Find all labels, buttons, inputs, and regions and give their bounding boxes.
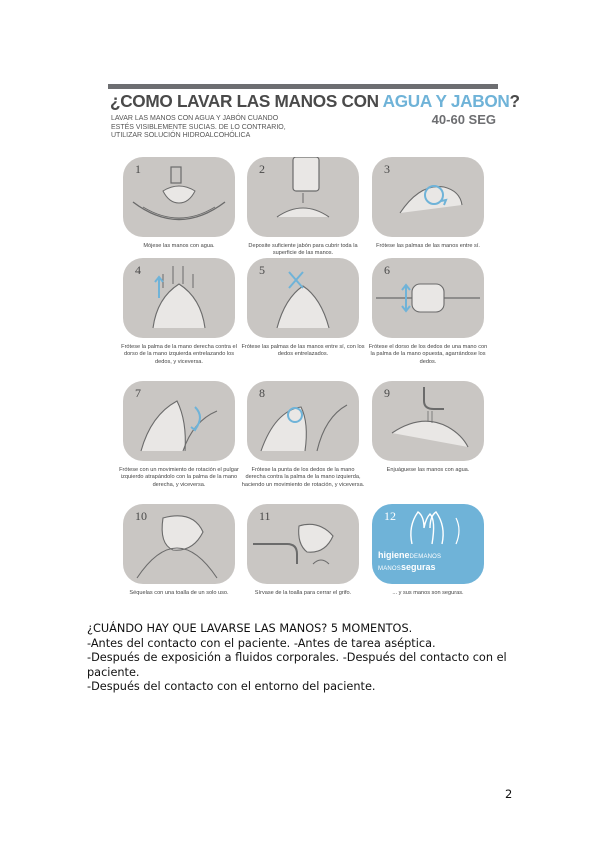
subtitle-line: ESTÉS VISIBLEMENTE SUCIAS. DE LO CONTRAR… <box>111 123 286 131</box>
handwash-poster: ¿COMO LAVAR LAS MANOS CON AGUA Y JABON? … <box>108 84 520 604</box>
rinse-tap-icon <box>391 387 469 448</box>
step-number: 2 <box>259 162 265 176</box>
page-number: 2 <box>505 787 513 801</box>
step-panel: 8 <box>247 381 359 461</box>
moments-heading: ¿CUÁNDO HAY QUE LAVARSE LAS MANOS? 5 MOM… <box>87 622 413 635</box>
step-panel: 9 <box>372 381 484 461</box>
step-panel-final: 12 higieneDEMANOS MANOSseguras <box>372 504 484 584</box>
interlaced-fingers-icon <box>276 271 330 329</box>
brand-logo: higieneDEMANOS MANOSseguras <box>378 550 441 574</box>
step-number: 6 <box>384 263 390 277</box>
title-end: ? <box>509 91 521 111</box>
thumb-rotation-icon <box>140 400 218 452</box>
moments-line: -Antes del contacto con el paciente. -An… <box>87 636 436 650</box>
step-number: 8 <box>259 386 265 400</box>
step-caption: Sírvase de la toalla para cerrar el grif… <box>254 590 352 596</box>
title-accent: AGUA Y JABON <box>382 91 510 111</box>
step-number: 7 <box>135 386 141 400</box>
step-caption: Frótese la palma de la mano derecha cont… <box>121 344 237 365</box>
step-caption: Frótese el dorso de los dedos de una man… <box>368 344 488 365</box>
step-caption: Frótese las palmas de las manos entre sí… <box>241 344 365 358</box>
step-number: 9 <box>384 386 390 400</box>
step-panel: 5 <box>247 258 359 338</box>
step-caption: Deposite suficiente jabón para cubrir to… <box>248 243 358 257</box>
brand-word: seguras <box>401 562 436 572</box>
subtitle-line: LAVAR LAS MANOS CON AGUA Y JABÓN CUANDO <box>111 115 279 122</box>
step-caption: Frótese con un movimiento de rotación el… <box>119 467 239 488</box>
poster-top-bar <box>108 84 498 89</box>
poster-subtitle: LAVAR LAS MANOS CON AGUA Y JABÓN CUANDO … <box>111 115 311 141</box>
step-number: 11 <box>259 509 271 523</box>
brand-word: higiene <box>378 550 410 560</box>
towel-dry-icon <box>136 515 218 579</box>
poster-title: ¿COMO LAVAR LAS MANOS CON AGUA Y JABON? <box>110 91 520 112</box>
step-number: 3 <box>384 162 390 176</box>
step-number: 10 <box>135 509 147 523</box>
step-panel: 6 <box>372 258 484 338</box>
sink-hands-icon <box>132 166 226 221</box>
moments-text: ¿CUÁNDO HAY QUE LAVARSE LAS MANOS? 5 MOM… <box>87 622 507 695</box>
step-panel: 4 <box>123 258 235 338</box>
soap-dispenser-icon <box>276 157 330 218</box>
step-panel: 11 <box>247 504 359 584</box>
step-caption: Frótese las palmas de las manos entre sí… <box>376 243 480 249</box>
step-number: 5 <box>259 263 265 277</box>
moments-line: paciente. <box>87 665 140 679</box>
step-caption: Frótese la punta de los dedos de la mano… <box>241 467 365 488</box>
step-number: 12 <box>384 509 396 523</box>
subtitle-line: UTILIZAR SOLUCIÓN HIDROALCOHÓLICA <box>111 132 251 140</box>
fingertips-rub-icon <box>260 404 348 452</box>
step-panel: 3 <box>372 157 484 237</box>
step-number: 4 <box>135 263 141 277</box>
step-caption: ... y sus manos son seguras. <box>392 590 464 596</box>
duration-label: 40-60 SEG <box>431 112 496 127</box>
step-panel: 10 <box>123 504 235 584</box>
step-panel: 2 <box>247 157 359 237</box>
step-caption: Mójese las manos con agua. <box>143 243 215 249</box>
rub-palms-icon <box>399 185 463 214</box>
clean-hands-icon <box>410 511 460 545</box>
brand-word: DEMANOS <box>409 554 442 560</box>
step-panel: 1 <box>123 157 235 237</box>
moments-line: -Después del contacto con el entorno del… <box>87 680 376 693</box>
title-main: ¿COMO LAVAR LAS MANOS CON <box>110 91 383 111</box>
close-tap-icon <box>253 523 334 565</box>
brand-word: MANOS <box>378 566 402 572</box>
step-caption: Enjuáguese las manos con agua. <box>386 467 470 473</box>
moments-line: -Después de exposición a fluidos corpora… <box>87 651 507 664</box>
step-number: 1 <box>135 162 141 176</box>
back-of-hand-icon <box>152 266 206 329</box>
step-panel: 7 <box>123 381 235 461</box>
step-caption: Séquelas con una toalla de un solo uso. <box>129 590 229 596</box>
interlocked-fingers-icon <box>376 283 480 313</box>
